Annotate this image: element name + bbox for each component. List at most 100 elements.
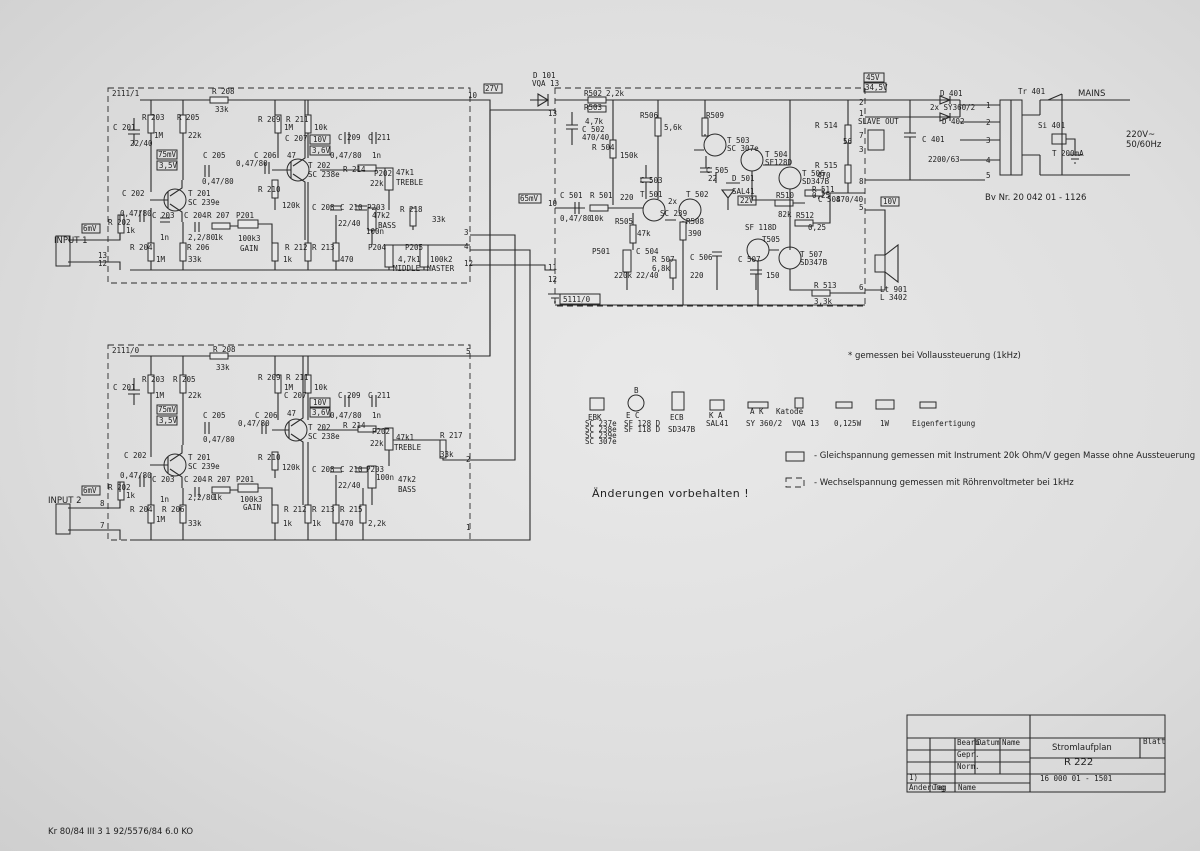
r213-label: R 213	[312, 243, 335, 252]
bv-number: Bv Nr. 20 042 01 - 1126	[985, 193, 1086, 203]
p501-label: P501	[592, 247, 610, 256]
b1-pin-12: 12	[464, 259, 473, 268]
part-sy360: SY 360/2	[746, 419, 782, 428]
r204-label: R 204	[130, 243, 153, 252]
t501-label: T 501	[640, 190, 663, 199]
r503-label: R503	[584, 103, 602, 112]
b2-c209-value: 0,47/80	[330, 411, 362, 420]
r211-label: R 211	[286, 115, 309, 124]
p201-label: P201	[236, 211, 254, 220]
r209-label: R 209	[258, 115, 281, 124]
t504-label: T 504	[765, 150, 788, 159]
r218-label: R 218	[400, 205, 423, 214]
v-65mv: 65mV	[520, 194, 539, 203]
d401-label: D 401	[940, 89, 963, 98]
board-2-id: 2111/0	[112, 346, 140, 355]
r506-value: 5,6k	[664, 123, 683, 132]
c209-label: C 209	[338, 133, 361, 142]
b2-t202-type: SC 238e	[308, 432, 340, 441]
b2-c210-value: 22/40	[338, 481, 361, 490]
r514-label: R 514	[815, 121, 838, 130]
v-10v-out: 10V	[883, 197, 897, 206]
transistor-t507	[778, 246, 802, 270]
si401-label: Si 401	[1038, 121, 1065, 130]
b2-r202-label: R 202	[108, 483, 131, 492]
r213-value: 470	[340, 255, 354, 264]
slave-out-jack	[867, 129, 885, 151]
b2-c210-label: C 210	[340, 465, 363, 474]
board-2-outline	[107, 344, 471, 541]
input-2-label: INPUT 2	[48, 496, 82, 506]
r211-value: 10k	[314, 123, 328, 132]
c204-label: C 204	[184, 211, 207, 220]
b2-c207-value: 47	[287, 409, 296, 418]
r217-label: R 217	[440, 431, 463, 440]
title-block: Stromlaufplan R 222 16 000 01 - 1501 Bla…	[906, 714, 1166, 793]
r515-label: R 515	[815, 161, 838, 170]
t505-label: T505	[762, 235, 780, 244]
c209-value: 0,47/80	[330, 151, 362, 160]
b2-r212-value: 1k	[283, 519, 293, 528]
r501-value: 10k	[590, 214, 604, 223]
input-1-label: INPUT 1	[54, 236, 88, 246]
treble-label: TREBLE	[396, 178, 424, 187]
b2-gain-value: 100k3	[240, 495, 263, 504]
legend-ac: - Wechselspannung gemessen mit Röhrenvol…	[814, 478, 1074, 488]
t507-type: SD347B	[800, 258, 828, 267]
t506-label: T 506	[802, 169, 825, 178]
r214-label: R 214	[343, 165, 366, 174]
pin-13: 13	[98, 251, 107, 260]
r210-label: R 210	[258, 185, 281, 194]
b2-r215-value: 470	[340, 519, 354, 528]
mains-section: D 401 2x SY360/2 D 402 C 401 2200/63 Tr …	[865, 87, 1162, 203]
slave-out-label: SLAVE OUT	[858, 117, 899, 126]
b2-r209-value: 1M	[284, 383, 294, 392]
transistor-t506	[778, 166, 802, 190]
r510-label: R510	[776, 191, 795, 200]
r208-label: R 208	[212, 87, 235, 96]
r512-value: 0,25	[808, 223, 826, 232]
t507-label: T 507	[800, 250, 823, 259]
c507-label: C 507	[738, 255, 761, 264]
part-sc237e: SC 237e	[585, 419, 617, 428]
b2-r203-label: R 203	[142, 375, 165, 384]
p-pin-8: 8	[859, 177, 864, 186]
r214-value: 22k	[370, 179, 384, 188]
pinout-ak: A K	[750, 407, 764, 416]
p-pin-12: 12	[548, 275, 557, 284]
v-45v: 45V	[866, 73, 880, 82]
c401-label: C 401	[922, 135, 945, 144]
b2-treble-value: 47k1	[396, 433, 414, 442]
c508-label: C 508	[818, 195, 841, 204]
fuse	[1051, 133, 1067, 145]
treble-pot: P202	[374, 169, 392, 178]
r209-value: 1M	[284, 123, 294, 132]
board-1-outline	[107, 87, 471, 284]
t202-type: SC 238e	[308, 170, 340, 179]
b2-v-75mv: 75mV	[158, 405, 177, 414]
b2-c204-label: C 204	[184, 475, 207, 484]
b2-pin-8: 8	[100, 499, 105, 508]
m-pin-5: 5	[986, 171, 991, 180]
part-0125w: 0,125W	[834, 419, 862, 428]
part-sf128d: SF 128 D	[624, 419, 661, 428]
c502-label: C 502	[582, 125, 605, 134]
b2-treble-pot: P202	[372, 427, 390, 436]
pinout-ka: K A	[709, 411, 723, 420]
c507-value: 150	[766, 271, 780, 280]
d101-label: D 101	[533, 71, 556, 80]
b2-t201-label: T 201	[188, 453, 211, 462]
tb-bearb: Bearb.	[957, 738, 984, 747]
r505-value: 47k	[637, 229, 651, 238]
b2-r205-label: R 205	[173, 375, 196, 384]
b2-t201-type: SC 239e	[188, 462, 220, 471]
t503-type: SC 307e	[727, 144, 759, 153]
b2-r206-value: 33k	[188, 519, 202, 528]
transistor-t501	[642, 198, 666, 222]
d402-label: D 402	[942, 117, 965, 126]
p-pin-2: 2	[859, 98, 864, 107]
c-100n: 100n	[366, 227, 384, 236]
r509-label: R509	[706, 111, 724, 120]
speaker-label: Lt 901	[880, 285, 907, 294]
